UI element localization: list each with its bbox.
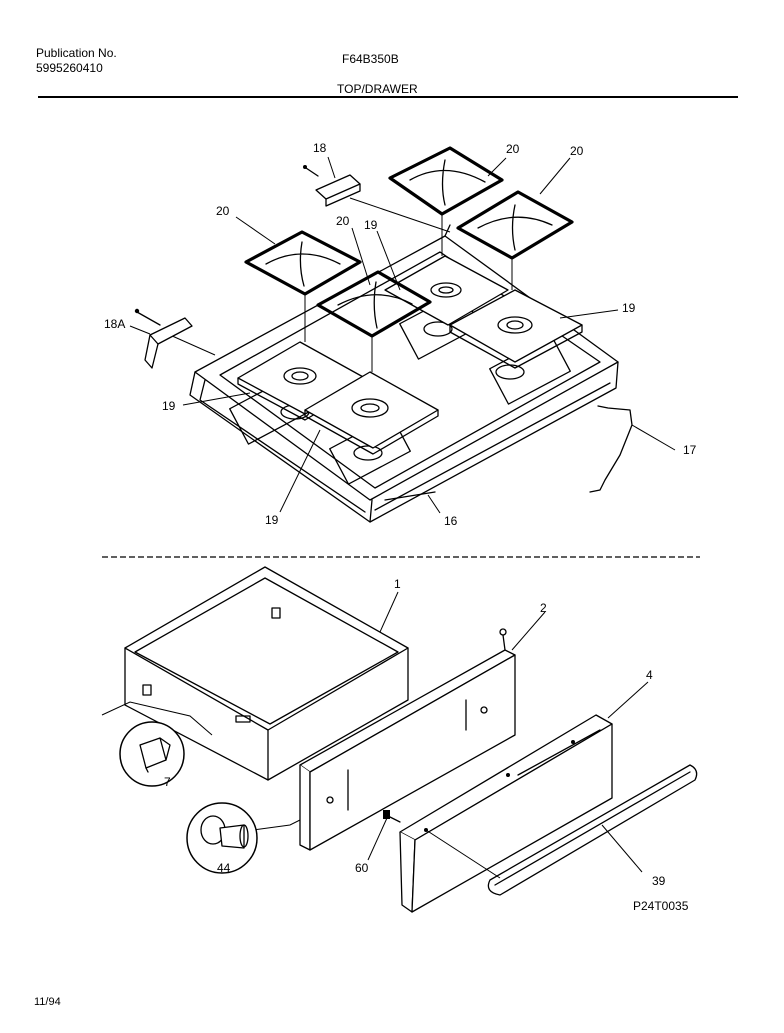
callout-18: 18 <box>313 141 327 155</box>
callout-60: 60 <box>355 861 369 875</box>
grate-front-left <box>244 230 362 296</box>
callout-2: 2 <box>540 601 547 615</box>
screw-60 <box>383 810 401 823</box>
publication-label: Publication No. <box>36 46 117 60</box>
callout-19-right: 19 <box>622 301 636 315</box>
callout-20-rear-right: 20 <box>570 144 584 158</box>
burner-bowl-rear-right <box>449 289 583 369</box>
revision-date: 11/94 <box>34 996 61 1008</box>
grate-front-right <box>316 270 432 338</box>
hinge-bracket-18a <box>134 308 193 369</box>
publication-number: 5995260410 <box>36 61 103 75</box>
burner-bowl-front-right <box>304 371 439 455</box>
callout-17: 17 <box>683 443 697 457</box>
callout-19-left: 19 <box>162 399 176 413</box>
callout-16: 16 <box>444 514 458 528</box>
drawer-handle <box>487 764 698 896</box>
inset-part-44 <box>186 802 301 874</box>
model-number: F64B350B <box>342 52 399 66</box>
callout-44: 44 <box>217 861 231 875</box>
hinge-bracket-18 <box>303 165 361 207</box>
drawing-id: P24T0035 <box>633 899 689 913</box>
callout-19-front: 19 <box>265 513 279 527</box>
drawer-body <box>124 566 409 781</box>
callout-18a: 18A <box>104 317 126 331</box>
callout-39: 39 <box>652 874 666 888</box>
burner-bowl-rear-left <box>384 255 509 326</box>
callout-20-front-left: 20 <box>216 204 230 218</box>
grate-rear-left <box>388 146 504 216</box>
callout-20-front-right: 20 <box>336 214 350 228</box>
drawer-panel <box>399 714 613 913</box>
wire-17 <box>589 405 633 493</box>
callout-4: 4 <box>646 668 653 682</box>
callout-7: 7 <box>164 775 171 789</box>
callout-1: 1 <box>394 577 401 591</box>
callout-20-rear-left: 20 <box>506 142 520 156</box>
inset-part-7 <box>101 701 213 787</box>
callout-19-rear: 19 <box>364 218 378 232</box>
section-title: TOP/DRAWER <box>337 82 418 96</box>
grate-rear-right <box>456 190 574 260</box>
drawer-frame <box>299 628 516 851</box>
